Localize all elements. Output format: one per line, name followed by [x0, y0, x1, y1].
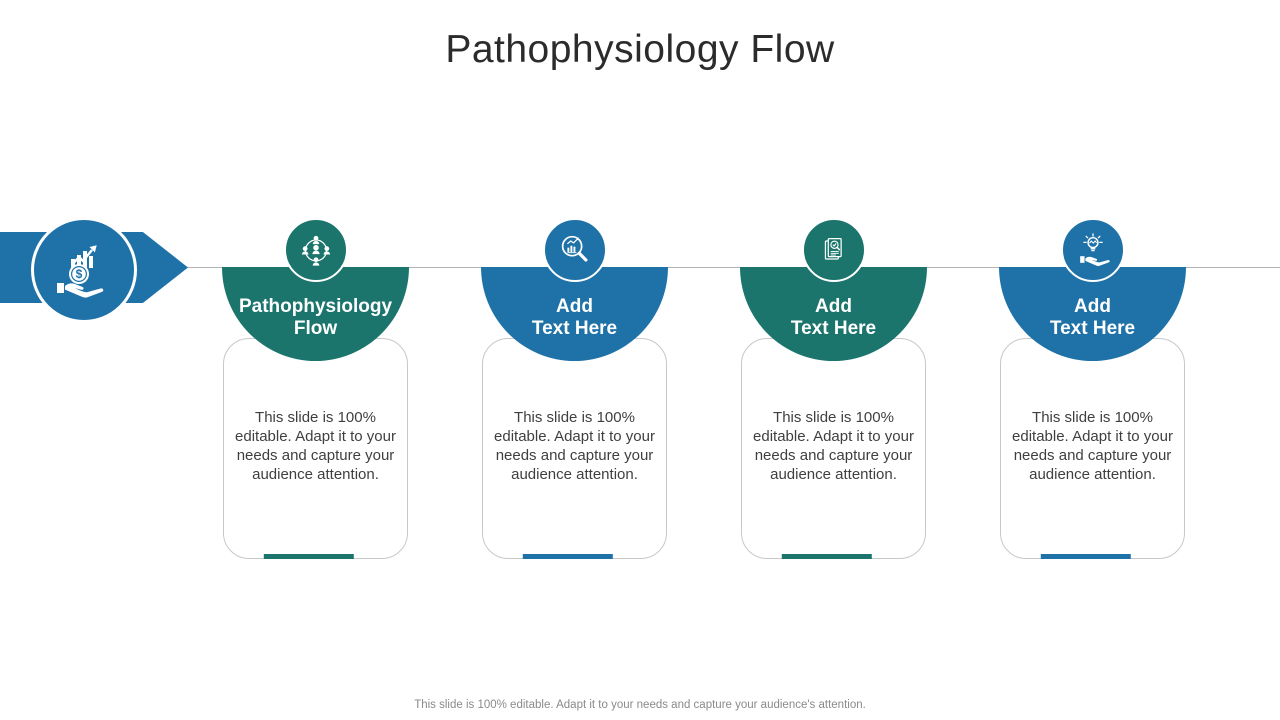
card-panel — [482, 338, 667, 559]
card-title[interactable]: Pathophysiology Flow — [222, 267, 409, 340]
card-accent-bar — [263, 554, 354, 559]
flow-card-1: Pathophysiology Flow This slide is 100% … — [222, 215, 409, 565]
card-icon-badge — [542, 218, 607, 282]
card-title-line1: Pathophysiology — [238, 296, 393, 317]
card-icon-badge — [283, 218, 348, 282]
card-title[interactable]: Add Text Here — [481, 267, 668, 340]
flow-card-2: Add Text Here This slide is 100% editabl… — [481, 215, 668, 565]
card-body-text[interactable]: This slide is 100% editable. Adapt it to… — [1012, 409, 1173, 483]
card-accent-bar — [522, 554, 613, 559]
card-title[interactable]: Add Text Here — [999, 267, 1186, 340]
people-network-icon — [301, 235, 330, 266]
card-title-line2: Text Here — [1049, 318, 1136, 339]
intro-circle-badge: $ — [31, 217, 137, 323]
hand-holding-dollar-growth-icon: $ — [57, 245, 104, 298]
card-icon-badge — [801, 218, 866, 282]
card-body-text[interactable]: This slide is 100% editable. Adapt it to… — [494, 409, 655, 483]
flow-card-4: Add Text Here This slide — [999, 215, 1186, 565]
card-title[interactable]: Add Text Here — [740, 267, 927, 340]
card-body-text[interactable]: This slide is 100% editable. Adapt it to… — [235, 409, 396, 483]
card-title-line2: Flow — [293, 318, 338, 339]
card-title-line2: Text Here — [790, 318, 877, 339]
card-body-text[interactable]: This slide is 100% editable. Adapt it to… — [753, 409, 914, 483]
footer-note: This slide is 100% editable. Adapt it to… — [414, 699, 866, 711]
flow-card-3: Add Text Here This slide is 100% editabl… — [740, 215, 927, 565]
card-accent-bar — [781, 554, 872, 559]
card-title-line2: Text Here — [531, 318, 618, 339]
document-review-icon — [824, 237, 842, 260]
search-chart-icon — [561, 235, 588, 262]
card-title-line1: Add — [815, 296, 852, 317]
card-title-line1: Add — [556, 296, 593, 317]
card-title-line1: Add — [1074, 296, 1111, 317]
slide-title[interactable]: Pathophysiology Flow — [445, 28, 835, 71]
coin-dollar-symbol: $ — [76, 267, 83, 281]
card-icon-badge — [1060, 218, 1125, 282]
card-panel — [1000, 338, 1185, 559]
card-accent-bar — [1040, 554, 1131, 559]
idea-hand-icon — [1079, 233, 1110, 266]
card-panel — [741, 338, 926, 559]
